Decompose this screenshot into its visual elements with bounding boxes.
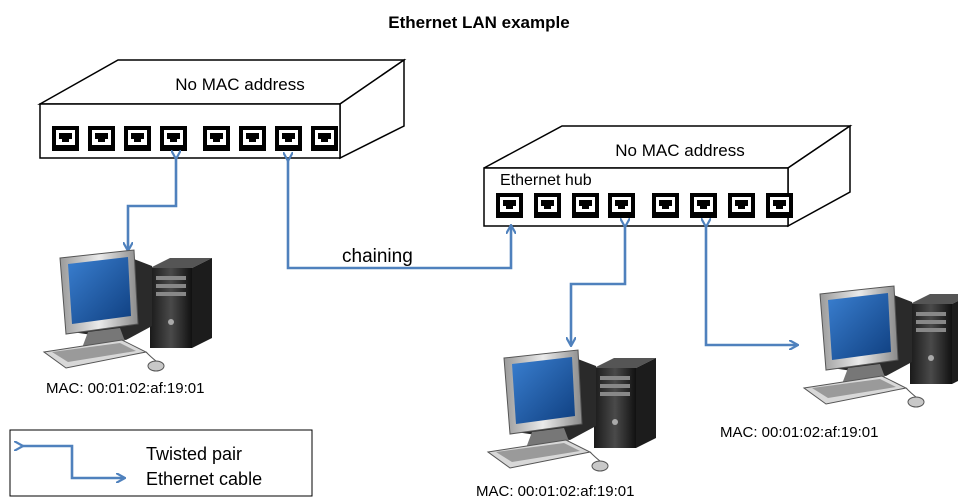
tower xyxy=(594,358,656,448)
hub-right-port-3 xyxy=(572,193,599,218)
hub-right-name: Ethernet hub xyxy=(500,172,592,189)
tower xyxy=(150,258,212,348)
hub-left-port-6 xyxy=(239,126,266,151)
hub-right-port-6 xyxy=(690,193,717,218)
hub-left-port-1 xyxy=(52,126,79,151)
cable-chaining xyxy=(288,160,511,270)
computer-2 xyxy=(486,349,656,472)
cable-hub-right-to-computer-3 xyxy=(706,226,797,345)
legend: Twisted pair Ethernet cable xyxy=(9,429,313,497)
cable-hub-right-to-computer-2 xyxy=(571,226,625,345)
hub-right-port-4 xyxy=(608,193,635,218)
screen xyxy=(828,293,891,360)
monitor xyxy=(503,349,596,448)
hub-left-label: No MAC address xyxy=(175,75,304,94)
monitor xyxy=(59,249,152,348)
tower xyxy=(910,294,958,384)
legend-line-1: Twisted pair xyxy=(146,444,242,464)
hub-right-port-5 xyxy=(652,193,679,218)
mouse xyxy=(147,360,165,372)
cable-hub-left-to-computer-1 xyxy=(128,158,176,250)
hub-right-port-7 xyxy=(728,193,755,218)
hub-left-ports xyxy=(52,126,338,151)
legend-line-2: Ethernet cable xyxy=(146,469,262,489)
screen xyxy=(68,257,131,324)
chain-label: chaining xyxy=(342,246,413,267)
keyboard xyxy=(802,375,908,405)
keyboard xyxy=(486,439,592,469)
hub-left-port-5 xyxy=(203,126,230,151)
computer-2-mac: MAC: 00:01:02:af:19:01 xyxy=(476,483,634,500)
screen xyxy=(512,357,575,424)
hub-right-label: No MAC address xyxy=(615,141,744,160)
mouse xyxy=(591,460,609,472)
hub-left-port-4 xyxy=(160,126,187,151)
hub-right-port-1 xyxy=(496,193,523,218)
hub-left: No MAC address xyxy=(37,58,407,160)
monitor xyxy=(819,285,912,384)
hub-right: No MAC address Ethernet hub xyxy=(483,124,853,228)
hub-left-port-8 xyxy=(311,126,338,151)
diagram-title: Ethernet LAN example xyxy=(388,13,569,32)
mouse xyxy=(907,396,925,408)
computer-1 xyxy=(42,249,212,372)
computer-3-mac: MAC: 00:01:02:af:19:01 xyxy=(720,424,878,441)
keyboard xyxy=(42,339,148,369)
hub-left-port-2 xyxy=(88,126,115,151)
hub-right-port-2 xyxy=(534,193,561,218)
hub-left-port-7 xyxy=(275,126,302,151)
hub-left-port-3 xyxy=(124,126,151,151)
computer-3 xyxy=(802,285,958,408)
hub-right-port-8 xyxy=(766,193,793,218)
computer-1-mac: MAC: 00:01:02:af:19:01 xyxy=(46,380,204,397)
legend-cable-icon xyxy=(22,446,124,478)
